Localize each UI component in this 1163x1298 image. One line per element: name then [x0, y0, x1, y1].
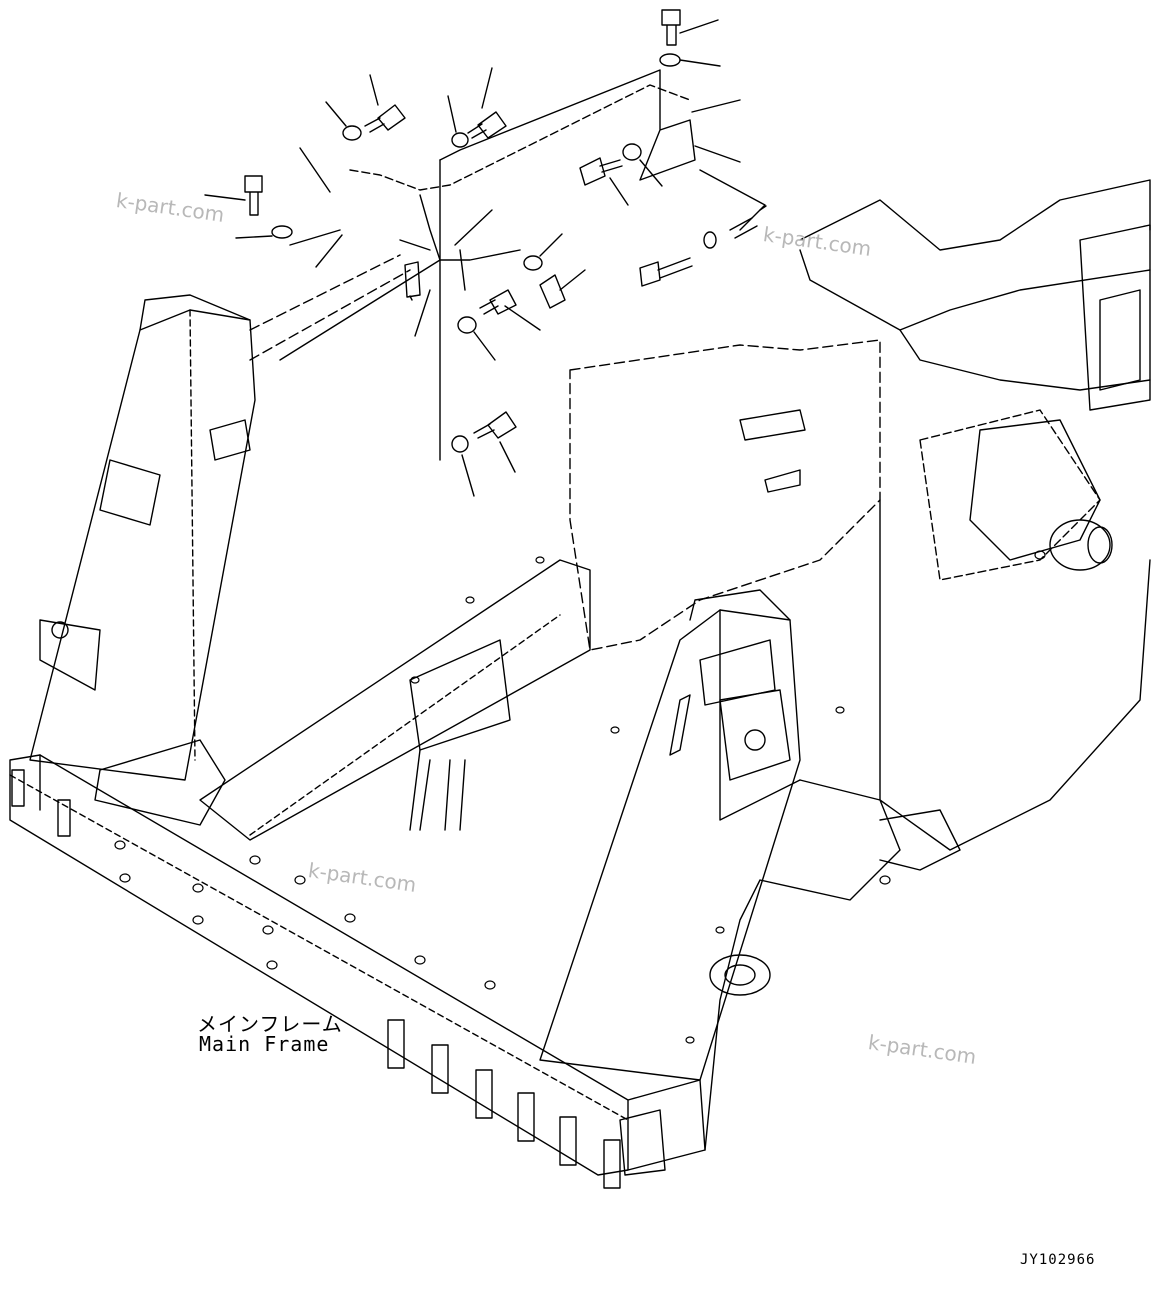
drawing-code: JY102966: [1020, 1252, 1096, 1268]
front-crossbeam: [9, 754, 706, 1176]
wire-harness: [249, 69, 766, 461]
frame-fasteners: [114, 550, 1046, 1044]
rear-body: [569, 179, 1151, 1151]
part-name-english: Main Frame: [199, 1032, 330, 1056]
left-upright: [29, 294, 256, 826]
right-upright: [539, 589, 801, 1081]
bolt-group-upper: [204, 9, 767, 497]
center-beam: [199, 559, 591, 841]
bottom-brackets: [11, 769, 666, 1189]
part-name-japanese: メインフレーム: [197, 1012, 343, 1036]
